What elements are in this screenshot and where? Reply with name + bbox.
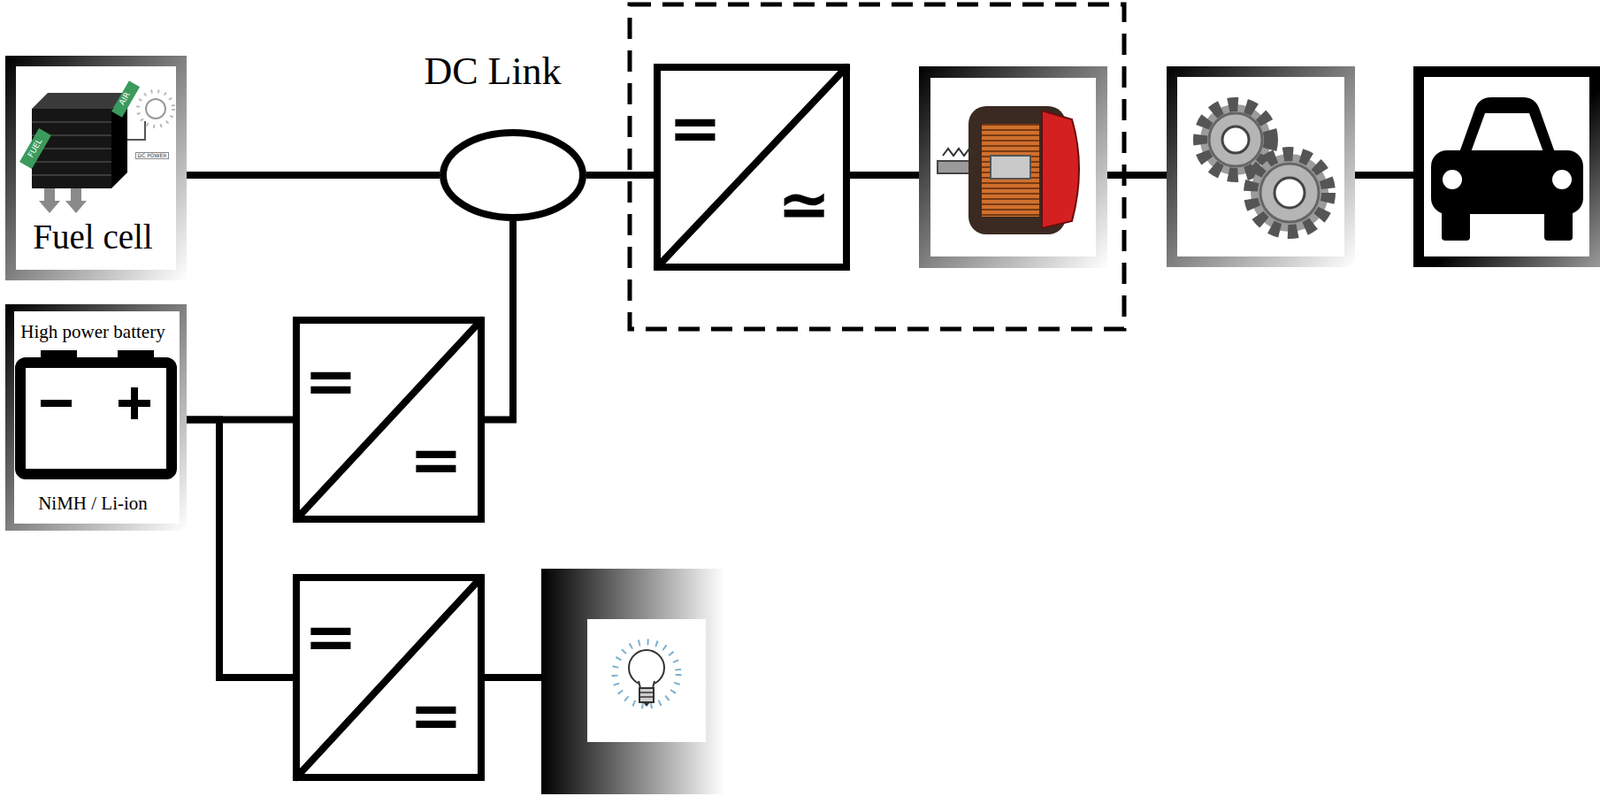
lamp-icon: [638, 681, 655, 689]
clipart-label: DC POWER: [135, 152, 170, 161]
car-icon: [1470, 113, 1544, 153]
gearbox-icon: [1222, 126, 1249, 154]
gearbox-icon: [1250, 153, 1329, 232]
dcdc-converter-box: ==: [292, 574, 485, 781]
car-icon: [1431, 150, 1584, 215]
converter-symbol: =: [409, 682, 463, 747]
lamp-icon: [614, 642, 679, 706]
car-icon: [1441, 208, 1470, 241]
power-wire: [484, 673, 542, 682]
component-name: High power battery: [20, 321, 165, 343]
drive-group-dashed-box: [629, 4, 1125, 330]
lamp-icon: [643, 702, 651, 707]
gearbox-icon: [1166, 66, 1356, 268]
gearbox-icon: [1177, 76, 1345, 257]
power-wire: [849, 171, 919, 179]
car-icon: [1413, 66, 1600, 268]
converter-symbol: =: [304, 348, 358, 413]
gearbox-icon: [1209, 113, 1263, 167]
motor-icon: [1041, 110, 1080, 229]
gearbox-icon: [1166, 66, 1356, 268]
power-line: [186, 171, 440, 179]
gearbox-icon: [1200, 104, 1271, 176]
lamp-icon: [628, 650, 665, 686]
inverter-box: =≃: [653, 63, 850, 271]
car-icon: [1413, 66, 1600, 268]
lamp-icon: [587, 619, 706, 743]
lamp-icon: [639, 688, 654, 703]
dcdc-converter-box: ==: [292, 316, 485, 523]
battery-box: High power batteryNiMH / Li-ion: [5, 304, 187, 531]
converter-symbol: ≃: [777, 172, 831, 237]
lamp-icon: [541, 568, 725, 795]
gearbox-icon: [1274, 177, 1305, 208]
car-icon: [1457, 97, 1557, 158]
motor-icon: [930, 77, 1096, 257]
car-icon: [1544, 208, 1573, 241]
power-line: [484, 221, 513, 421]
car-icon: [1423, 76, 1590, 257]
converter-symbol: =: [409, 427, 463, 491]
power-wire: [1107, 171, 1167, 179]
power-wire: [1355, 171, 1414, 179]
converter-symbol: =: [304, 604, 358, 668]
node-label: DC Link: [423, 49, 561, 95]
power-line: [186, 420, 293, 679]
lamp-icon: [541, 568, 725, 795]
dc-link-node: DC Link: [439, 129, 587, 222]
motor-icon: [918, 66, 1108, 268]
power-line: [586, 171, 654, 179]
component-name: Fuel cell: [32, 217, 153, 258]
dcdc-converter-box-outline: [292, 316, 485, 523]
dc-link-node-outline: [439, 129, 587, 222]
motor-icon: [990, 155, 1031, 179]
fuel-cell-box: Fuel cell: [5, 55, 187, 281]
battery-type: NiMH / Li-ion: [38, 492, 148, 514]
car-icon: [1442, 169, 1463, 190]
gearbox-icon: [1260, 163, 1319, 223]
lamp-icon: [639, 692, 654, 697]
motor-icon: [942, 148, 975, 156]
motor-icon: [918, 66, 1108, 268]
converter-symbol: =: [668, 95, 722, 160]
car-icon: [1552, 169, 1572, 190]
motor-icon: [981, 123, 1040, 217]
